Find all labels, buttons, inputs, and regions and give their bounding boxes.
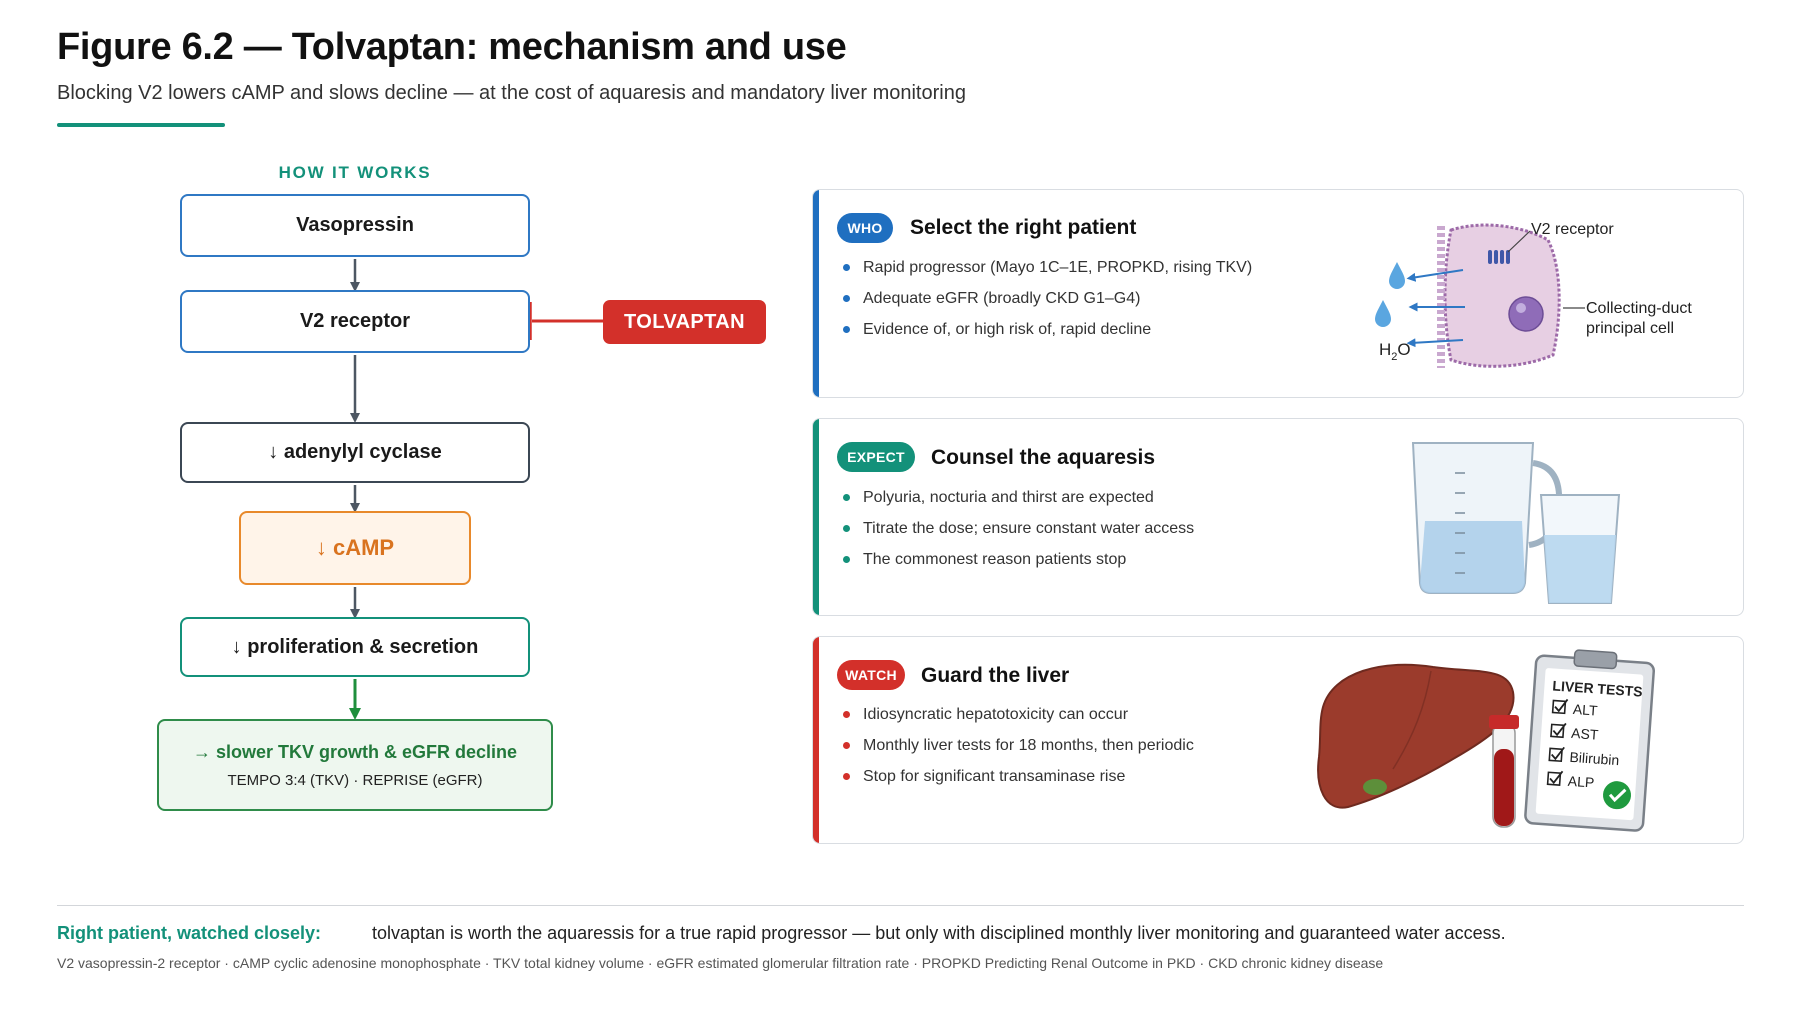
card-expect-title: Counsel the aquaresis	[931, 446, 1156, 469]
badge-who: WHO	[837, 213, 893, 243]
cell-icon	[1443, 223, 1561, 368]
bullet-text: Evidence of, or high risk of, rapid decl…	[863, 320, 1152, 338]
step-proliferation-label: ↓ proliferation & secretion	[231, 635, 479, 658]
cell-label-line2: principal cell	[1586, 320, 1674, 337]
list-item: Monthly liver tests for 18 months, then …	[843, 730, 1194, 761]
v2-receptor-icon	[1488, 250, 1510, 264]
figure-title: Figure 6.2 — Tolvaptan: mechanism and us…	[57, 26, 847, 68]
list-item: Stop for significant transaminase rise	[843, 761, 1194, 792]
clipboard-item-bilirubin: Bilirubin	[1548, 746, 1620, 768]
nucleus-icon	[1508, 296, 1544, 332]
water-glasses-illustration	[1411, 442, 1621, 604]
card-watch-title: Guard the liver	[921, 664, 1070, 687]
bullet-text: Titrate the dose; ensure constant water …	[863, 519, 1195, 537]
card-who: WHO Select the right patient Rapid progr…	[812, 189, 1744, 398]
bullet-dot	[843, 742, 850, 749]
card-expect-bullets: Polyuria, nocturia and thirst are expect…	[843, 482, 1194, 575]
figure-subtitle: Blocking V2 lowers cAMP and slows declin…	[57, 82, 966, 104]
card-who-bullets: Rapid progressor (Mayo 1C–1E, PROPKD, ri…	[843, 252, 1252, 345]
bullet-text: Polyuria, nocturia and thirst are expect…	[863, 488, 1154, 506]
drinking-glass-icon	[1539, 494, 1621, 604]
check-circle-icon	[1603, 781, 1632, 810]
footer-lead: Right patient, watched closely:	[57, 923, 322, 943]
card-who-accent-bar	[813, 190, 819, 397]
bullet-dot	[843, 295, 850, 302]
list-item: The commonest reason patients stop	[843, 544, 1194, 575]
list-item: Evidence of, or high risk of, rapid decl…	[843, 314, 1252, 345]
water-drop-icon	[1375, 300, 1391, 327]
list-item: Titrate the dose; ensure constant water …	[843, 513, 1194, 544]
bullet-dot	[843, 711, 850, 718]
step-camp: ↓ cAMP	[239, 511, 471, 585]
result-box: → slower TKV growth & eGFR decline TEMPO…	[157, 719, 553, 811]
footer-summary: tolvaptan is worth the aquaressis for a …	[372, 923, 1506, 943]
clipboard-heading: LIVER TESTS	[1552, 677, 1643, 699]
clipboard-item-alp: ALP	[1546, 770, 1595, 791]
bullet-text: Idiosyncratic hepatotoxicity can occur	[863, 705, 1129, 723]
step-camp-label: ↓ cAMP	[315, 535, 395, 560]
bullet-text: Monthly liver tests for 18 months, then …	[863, 736, 1194, 754]
badge-watch: WATCH	[837, 660, 905, 690]
tolvaptan-inhibitor-label: TOLVAPTAN	[603, 300, 766, 344]
list-item: Idiosyncratic hepatotoxicity can occur	[843, 699, 1194, 730]
card-expect-accent-bar	[813, 419, 819, 615]
bullet-dot	[843, 525, 850, 532]
clipboard-item-ast: AST	[1550, 722, 1600, 743]
card-who-title: Select the right patient	[910, 216, 1137, 239]
bullet-text: Stop for significant transaminase rise	[863, 767, 1126, 785]
clipboard-item-alt: ALT	[1551, 698, 1599, 719]
list-item: Polyuria, nocturia and thirst are expect…	[843, 482, 1194, 513]
footer-divider	[57, 905, 1744, 906]
bullet-dot	[843, 773, 850, 780]
list-item: Adequate eGFR (broadly CKD G1–G4)	[843, 283, 1252, 314]
principal-cell-illustration: V2 receptor Collecting-duct principal ce…	[1375, 221, 1692, 368]
badge-expect: EXPECT	[837, 442, 915, 472]
clipboard-icon: LIVER TESTS ALT AST Bilirubin ALP	[1524, 649, 1656, 832]
clipboard-item-label: ALP	[1567, 773, 1595, 791]
bullet-dot	[843, 264, 850, 271]
bullet-text: Adequate eGFR (broadly CKD G1–G4)	[863, 289, 1141, 307]
step-v2-receptor: V2 receptor	[180, 290, 530, 353]
card-expect: EXPECT Counsel the aquaresis Polyuria, n…	[812, 418, 1744, 616]
result-main-text: → slower TKV growth & eGFR decline	[192, 741, 518, 762]
step-vasopressin-label: Vasopressin	[296, 214, 414, 236]
step-proliferation-secretion: ↓ proliferation & secretion	[180, 617, 530, 677]
footer-abbreviations: V2 vasopressin-2 receptor · cAMP cyclic …	[57, 955, 1384, 971]
card-watch-bullets: Idiosyncratic hepatotoxicity can occur M…	[843, 699, 1194, 792]
measuring-jug-icon	[1411, 442, 1563, 594]
clipboard-item-label: AST	[1571, 725, 1600, 743]
title-underline	[57, 123, 225, 127]
clipboard-item-label: ALT	[1572, 701, 1598, 719]
bullet-dot	[843, 326, 850, 333]
card-watch-accent-bar	[813, 637, 819, 843]
card-watch: WATCH Guard the liver Idiosyncratic hepa…	[812, 636, 1744, 844]
bullet-text: The commonest reason patients stop	[863, 550, 1127, 568]
clipboard-item-label: Bilirubin	[1569, 749, 1620, 768]
step-adenylyl-cyclase-label: ↓ adenylyl cyclase	[268, 441, 442, 463]
step-vasopressin: Vasopressin	[180, 194, 530, 257]
cell-label-line1: Collecting-duct	[1586, 300, 1692, 317]
liver-icon	[1317, 663, 1515, 809]
liver-monitoring-illustration: LIVER TESTS ALT AST Bilirubin ALP	[1317, 649, 1656, 832]
flow-heading: HOW IT WORKS	[278, 163, 432, 182]
step-v2-receptor-label: V2 receptor	[299, 310, 411, 332]
water-label: H2O	[1379, 340, 1411, 363]
blood-tube-icon	[1489, 715, 1519, 828]
result-trials-text: TEMPO 3:4 (TKV) · REPRISE (eGFR)	[227, 771, 483, 789]
bullet-dot	[843, 556, 850, 563]
water-drop-icon	[1389, 262, 1405, 289]
step-adenylyl-cyclase: ↓ adenylyl cyclase	[180, 422, 530, 483]
receptor-label: V2 receptor	[1531, 221, 1614, 238]
bullet-text: Rapid progressor (Mayo 1C–1E, PROPKD, ri…	[863, 258, 1253, 276]
list-item: Rapid progressor (Mayo 1C–1E, PROPKD, ri…	[843, 252, 1252, 283]
bullet-dot	[843, 494, 850, 501]
